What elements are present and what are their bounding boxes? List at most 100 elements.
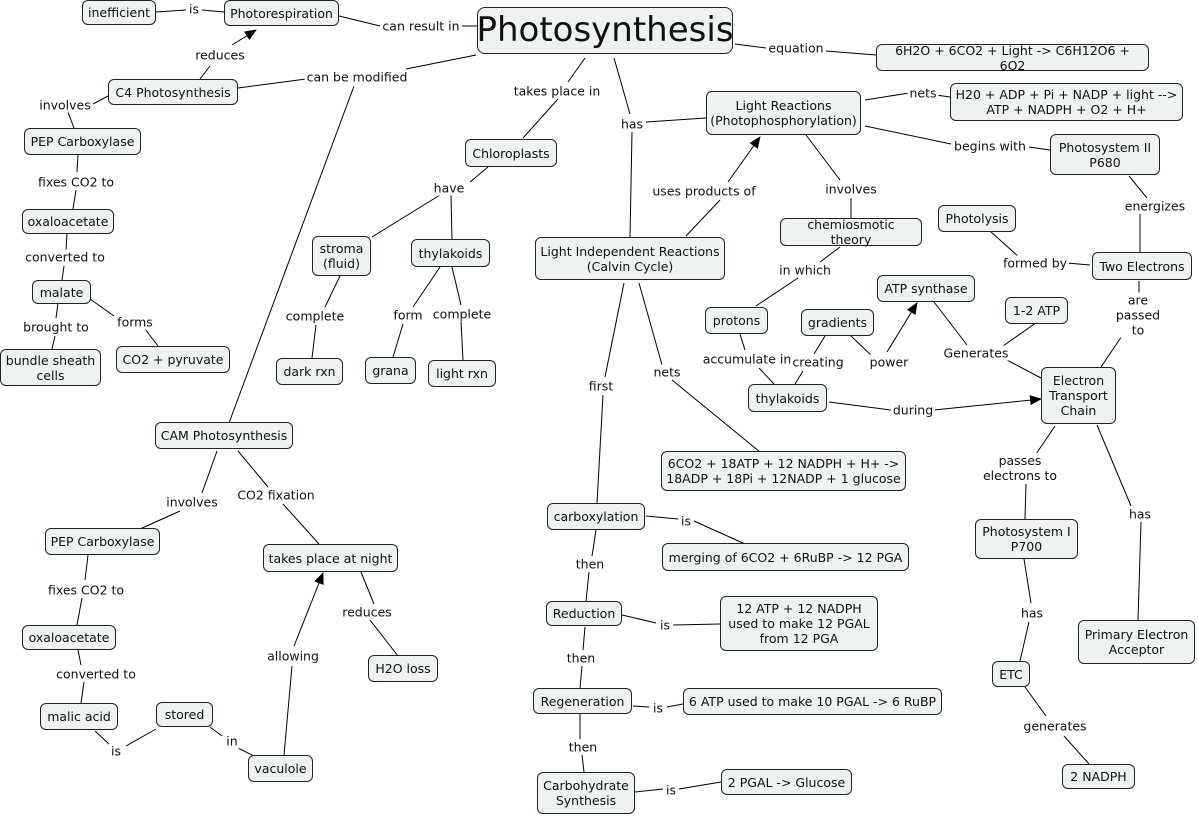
link-label-accumulate-in: accumulate in [700,351,794,367]
link-label-power: power [867,354,911,370]
node-electron-transport-chain[interactable]: Electron Transport Chain [1041,367,1116,424]
node-thylakoids-light[interactable]: thylakoids [748,384,827,412]
node-light-reactions-nets[interactable]: H20 + ADP + Pi + NADP + light --> ATP + … [950,83,1183,121]
node-light-reactions[interactable]: Light Reactions (Photophosphorylation) [706,91,861,135]
node-2-nadph[interactable]: 2 NADPH [1062,764,1135,789]
link-label-takes-place-in: takes place in [511,83,603,99]
link-label-generates: generates [1021,718,1089,734]
node-primary-electron-acceptor[interactable]: Primary Electron Acceptor [1078,620,1195,664]
node-photorespiration[interactable]: Photorespiration [224,0,339,26]
node-chemiosmotic-theory[interactable]: chemiosmotic theory [780,217,922,247]
node-inefficient[interactable]: inefficient [82,0,156,25]
node-malic-acid[interactable]: malic acid [40,703,118,730]
link-label-is: is [651,700,665,716]
node-stored[interactable]: stored [156,702,213,727]
link-label-energizes: energizes [1122,198,1188,214]
node-regeneration[interactable]: Regeneration [533,688,632,714]
node-pgal-glucose[interactable]: 2 PGAL -> Glucose [721,769,852,795]
link-label-can-be-modified: can be modified [304,69,410,85]
node-h2o-loss[interactable]: H2O loss [368,655,438,682]
node-oxaloacetate-cam[interactable]: oxaloacetate [22,625,116,650]
node-carbohydrate-synthesis[interactable]: Carbohydrate Synthesis [537,772,635,814]
link-label-allowing: allowing [265,648,321,664]
link-label-formed-by: formed by [1000,255,1070,271]
node-thylakoids-chloroplast[interactable]: thylakoids [411,239,490,267]
link-label-during: during [890,402,936,418]
link-label-are-passed-to: are passed to [1108,292,1168,338]
node-malate[interactable]: malate [32,280,91,304]
link-label-is: is [679,513,693,529]
node-reduction-is[interactable]: 12 ATP + 12 NADPH used to make 12 PGAL f… [720,596,878,651]
node-c4-photosynthesis[interactable]: C4 Photosynthesis [108,79,238,105]
node-regeneration-is[interactable]: 6 ATP used to make 10 PGAL -> 6 RuBP [683,688,942,715]
link-label-co2-fixation: CO2 fixation [235,487,317,503]
link-label-is: is [187,1,201,17]
node-takes-place-at-night[interactable]: takes place at night [263,544,398,572]
link-label-generates: Generates [941,345,1011,361]
node-reduction[interactable]: Reduction [546,601,622,626]
link-label-fixes-co2: fixes CO2 to [45,582,127,598]
node-calvin-nets[interactable]: 6CO2 + 18ATP + 12 NADPH + H+ -> 18ADP + … [661,451,906,491]
node-cam-photosynthesis[interactable]: CAM Photosynthesis [155,422,293,449]
link-label-forms: forms [115,314,155,330]
node-two-electrons[interactable]: Two Electrons [1092,252,1192,280]
link-label-then: then [566,739,600,755]
node-co2-pyruvate[interactable]: CO2 + pyruvate [116,346,230,373]
link-label-equation: equation [766,40,826,56]
node-carboxylation[interactable]: carboxylation [547,503,645,530]
link-label-brought-to: brought to [21,319,91,335]
link-label-involves: involves [823,181,879,197]
link-label-reduces: reduces [340,604,394,620]
node-bundle-sheath-cells[interactable]: bundle sheath cells [0,349,101,386]
node-dark-rxn[interactable]: dark rxn [276,358,343,385]
node-stroma[interactable]: stroma (fluid) [312,236,371,276]
link-label-is: is [109,743,123,759]
node-grana[interactable]: grana [365,357,416,384]
link-label-is: is [658,617,672,633]
node-vaculole[interactable]: vaculole [248,755,313,782]
node-light-rxn[interactable]: light rxn [428,360,496,387]
node-atp-synthase[interactable]: ATP synthase [877,275,975,302]
node-calvin-cycle[interactable]: Light Independent Reactions (Calvin Cycl… [535,237,725,280]
node-1-2-atp[interactable]: 1-2 ATP [1005,297,1068,324]
link-label-then: then [564,650,598,666]
node-etc[interactable]: ETC [992,661,1030,687]
link-label-passes-electrons-to: passes electrons to [980,453,1060,483]
link-label-first: first [586,378,616,394]
node-protons[interactable]: protons [705,307,768,334]
node-photolysis[interactable]: Photolysis [938,205,1016,232]
link-label-creating: creating [790,354,846,370]
link-label-form: form [391,307,425,323]
link-label-has: has [1018,605,1046,621]
link-label-complete: complete [430,306,494,322]
node-chloroplasts[interactable]: Chloroplasts [465,139,557,167]
link-label-then: then [573,556,607,572]
node-photosynthesis[interactable]: Photosynthesis [476,7,734,54]
link-label-reduces: reduces [193,47,247,63]
link-label-has: has [1126,506,1154,522]
node-photosystem-ii[interactable]: Photosystem II P680 [1050,134,1160,175]
link-label-fixes-co2: fixes CO2 to [35,174,117,190]
link-label-complete: complete [283,308,347,324]
link-label-converted-to: converted to [54,666,138,682]
node-oxaloacetate-c4[interactable]: oxaloacetate [22,209,114,234]
link-label-in: in [224,733,240,749]
link-label-nets: nets [907,85,939,101]
link-label-converted-to: converted to [23,249,107,265]
link-label-begins-with: begins with [952,138,1028,154]
link-label-involves: involves [164,494,220,510]
link-label-is: is [664,782,678,798]
node-pep-carboxylase-cam[interactable]: PEP Carboxylase [45,528,160,555]
link-label-nets: nets [651,364,683,380]
link-label-can-result-in: can result in [380,18,462,34]
node-gradients[interactable]: gradients [801,309,874,336]
node-photosystem-i[interactable]: Photosystem I P700 [975,519,1078,559]
link-label-in-which: in which [777,262,833,278]
node-merging[interactable]: merging of 6CO2 + 6RuBP -> 12 PGA [662,543,909,571]
link-label-uses-products-of: uses products of [650,183,758,199]
link-label-has: has [618,116,646,132]
link-label-involves: involves [37,97,93,113]
node-pep-carboxylase-c4[interactable]: PEP Carboxylase [24,128,141,155]
node-equation[interactable]: 6H2O + 6CO2 + Light -> C6H12O6 + 6O2 [876,43,1149,73]
